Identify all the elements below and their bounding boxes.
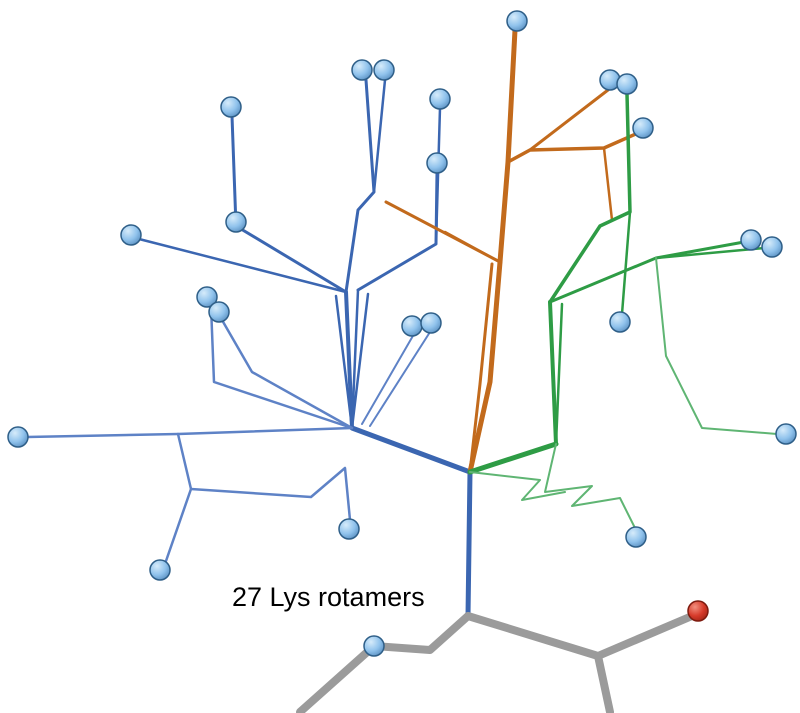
bond-green[interactable] xyxy=(548,92,632,304)
nitrogen-atom[interactable] xyxy=(625,526,647,548)
nitrogen-atom[interactable] xyxy=(426,152,448,174)
bond-blue[interactable] xyxy=(356,170,439,292)
nitrogen-atom[interactable] xyxy=(363,635,385,657)
bond-blue[interactable] xyxy=(372,78,387,194)
oxygen-atom[interactable] xyxy=(687,600,709,622)
bond-orange[interactable] xyxy=(443,230,502,264)
nitrogen-atom[interactable] xyxy=(506,10,528,32)
bond-gray[interactable] xyxy=(296,612,472,713)
bond-blue_light[interactable] xyxy=(361,333,415,425)
bond-blue[interactable] xyxy=(344,290,354,430)
nitrogen-atom[interactable] xyxy=(351,59,373,81)
bond-blue[interactable] xyxy=(334,294,354,430)
annotation-label: 27 Lys rotamers xyxy=(232,582,425,612)
nitrogen-atom[interactable] xyxy=(401,315,423,337)
bond-green[interactable] xyxy=(467,441,559,475)
bond-orange[interactable] xyxy=(467,259,503,475)
bond-green[interactable] xyxy=(620,210,632,316)
bond-blue_light[interactable] xyxy=(189,466,352,522)
bond-blue[interactable] xyxy=(434,106,442,246)
bond-green_light[interactable] xyxy=(655,257,778,435)
atoms-layer xyxy=(7,10,797,657)
nitrogen-atom[interactable] xyxy=(225,211,247,233)
bond-green[interactable] xyxy=(654,246,766,260)
nitrogen-atom[interactable] xyxy=(609,311,631,333)
bond-gray[interactable] xyxy=(464,612,696,660)
bond-orange[interactable] xyxy=(602,146,614,222)
bond-orange[interactable] xyxy=(528,88,610,152)
nitrogen-atom[interactable] xyxy=(632,117,654,139)
bond-blue[interactable] xyxy=(230,114,348,294)
nitrogen-atom[interactable] xyxy=(208,301,230,323)
nitrogen-atom[interactable] xyxy=(196,286,218,308)
bond-blue[interactable] xyxy=(349,425,473,475)
bond-green_light[interactable] xyxy=(544,443,636,529)
nitrogen-atom[interactable] xyxy=(420,312,442,334)
bond-blue[interactable] xyxy=(137,237,348,294)
bond-green_light[interactable] xyxy=(469,471,566,501)
bond-blue[interactable] xyxy=(350,292,370,430)
nitrogen-atom[interactable] xyxy=(616,73,638,95)
bond-orange[interactable] xyxy=(497,27,518,265)
bond-blue[interactable] xyxy=(350,288,360,430)
nitrogen-atom[interactable] xyxy=(149,559,171,581)
bond-green[interactable] xyxy=(554,302,564,446)
nitrogen-atom[interactable] xyxy=(761,236,783,258)
nitrogen-atom[interactable] xyxy=(120,224,142,246)
bond-blue_light[interactable] xyxy=(369,331,431,427)
nitrogen-atom[interactable] xyxy=(429,88,451,110)
nitrogen-atom[interactable] xyxy=(373,59,395,81)
bond-blue[interactable] xyxy=(344,78,376,294)
bond-gray[interactable] xyxy=(594,652,614,713)
bond-orange[interactable] xyxy=(468,262,494,474)
nitrogen-atom[interactable] xyxy=(775,423,797,445)
bond-green[interactable] xyxy=(548,240,746,304)
nitrogen-atom[interactable] xyxy=(7,426,29,448)
bond-orange[interactable] xyxy=(506,131,640,164)
bond-blue_light[interactable] xyxy=(220,318,354,430)
bond-blue_light[interactable] xyxy=(164,432,193,563)
bond-blue[interactable] xyxy=(465,469,473,619)
nitrogen-atom[interactable] xyxy=(220,96,242,118)
bond-blue_light[interactable] xyxy=(25,426,354,439)
bonds-layer xyxy=(25,27,778,713)
bond-green[interactable] xyxy=(548,300,558,446)
nitrogen-atom[interactable] xyxy=(740,229,762,251)
nitrogen-atom[interactable] xyxy=(338,518,360,540)
bond-blue_light[interactable] xyxy=(209,304,354,430)
